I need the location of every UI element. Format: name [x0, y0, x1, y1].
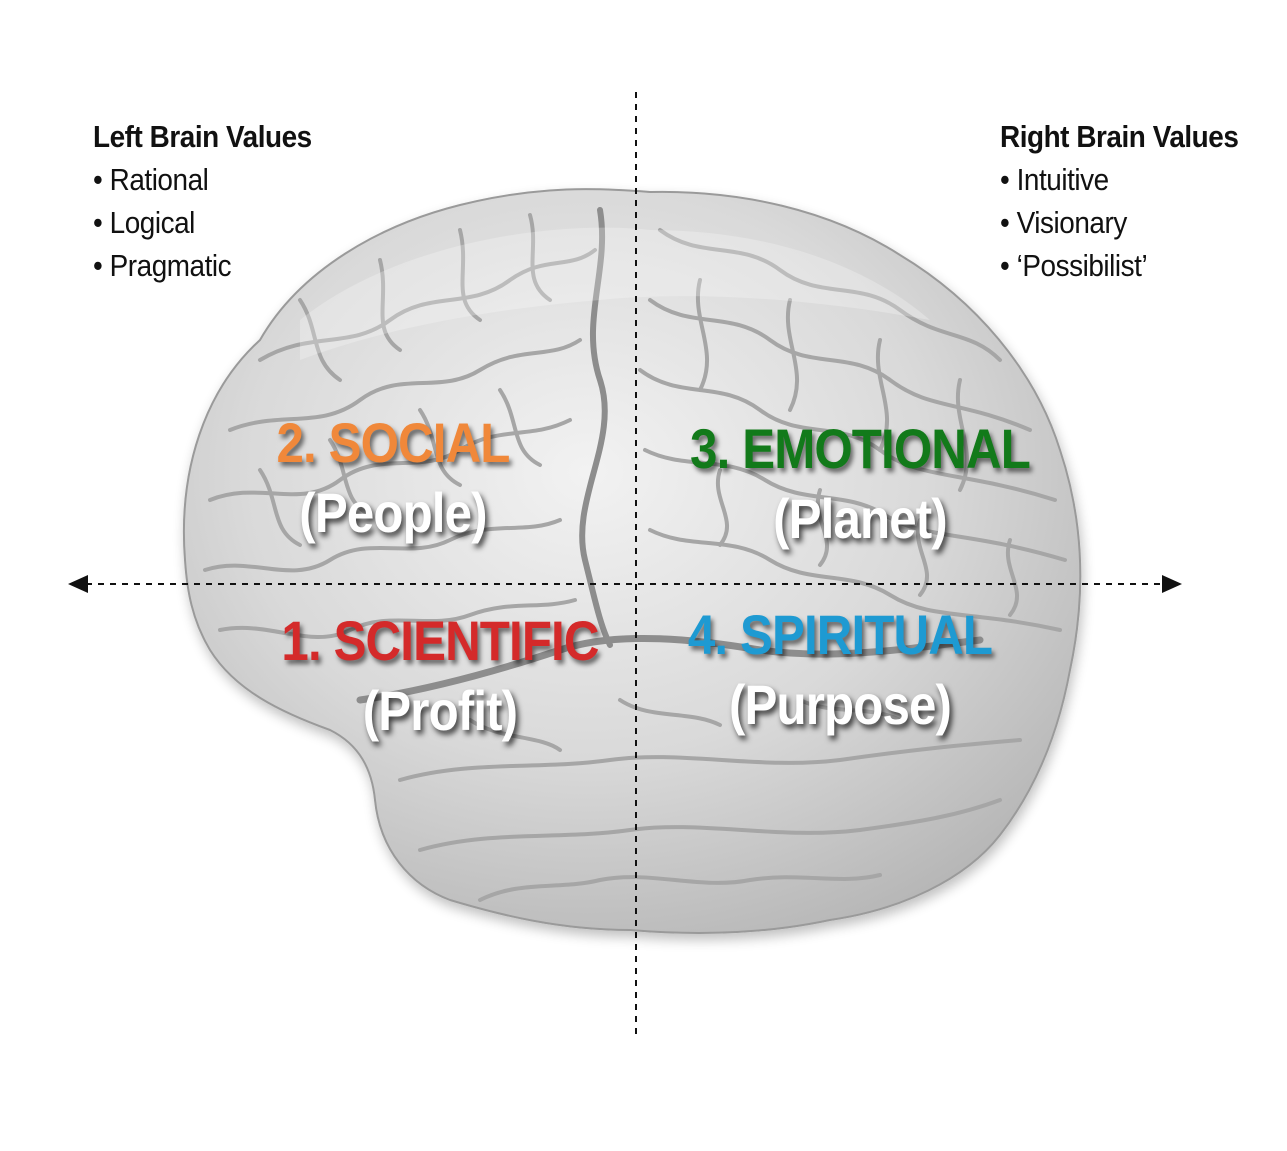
- brain-shape: [182, 188, 1082, 934]
- quadrant-subtitle: (Profit): [362, 679, 518, 742]
- quadrant-subtitle: (Purpose): [728, 673, 952, 736]
- left-values-title: Left Brain Values: [93, 119, 312, 154]
- quadrant-title: 2. SOCIAL: [276, 411, 510, 474]
- arrow-right-icon: [1162, 575, 1182, 593]
- axes: [68, 92, 1182, 1035]
- right-values-list: Intuitive Visionary ‘Possibilist’: [1000, 158, 1265, 287]
- arrow-left-icon: [68, 575, 88, 593]
- left-values-list: Rational Logical Pragmatic: [93, 158, 336, 287]
- quadrant-subtitle: (Planet): [773, 487, 948, 550]
- quadrant-subtitle: (People): [299, 481, 487, 544]
- left-value-item: Rational: [93, 158, 312, 201]
- quadrant-title: 3. EMOTIONAL: [690, 417, 1031, 480]
- brain-folds: [203, 207, 1067, 902]
- quadrant-spiritual: 4. SPIRITUAL (Purpose): [650, 602, 1030, 742]
- left-brain-values: Left Brain Values Rational Logical Pragm…: [93, 116, 336, 287]
- right-value-item: Intuitive: [1000, 158, 1238, 201]
- quadrant-emotional: 3. EMOTIONAL (Planet): [640, 416, 1080, 556]
- right-value-item: ‘Possibilist’: [1000, 244, 1238, 287]
- quadrant-title: 4. SPIRITUAL: [687, 603, 993, 666]
- quadrant-title: 1. SCIENTIFIC: [281, 609, 599, 672]
- quadrant-scientific: 1. SCIENTIFIC (Profit): [240, 608, 640, 748]
- right-value-item: Visionary: [1000, 201, 1238, 244]
- right-values-title: Right Brain Values: [1000, 119, 1239, 154]
- quadrant-social: 2. SOCIAL (People): [213, 410, 573, 550]
- left-value-item: Logical: [93, 201, 312, 244]
- left-value-item: Pragmatic: [93, 244, 312, 287]
- right-brain-values: Right Brain Values Intuitive Visionary ‘…: [1000, 116, 1265, 287]
